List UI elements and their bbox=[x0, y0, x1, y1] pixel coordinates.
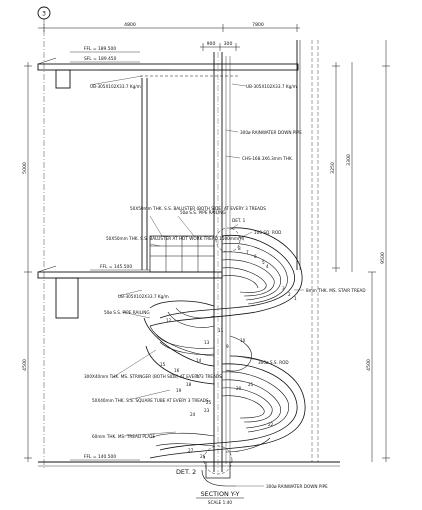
tread-number: 23 bbox=[204, 408, 210, 413]
tread-number: 5 bbox=[262, 260, 265, 265]
grid-marker: 3 bbox=[37, 6, 51, 20]
spiral-stair-middle bbox=[143, 300, 252, 385]
dim-right-upper-a: 3250 bbox=[330, 162, 336, 174]
right-dimension-chain: 3250 3300 9500 4500 bbox=[330, 40, 390, 462]
spiral-stair-upper bbox=[149, 227, 303, 327]
tread-number: 27 bbox=[188, 448, 194, 453]
dim-left-lower: 4500 bbox=[22, 359, 28, 371]
dim-right-upper-b: 3300 bbox=[346, 154, 352, 166]
ground-floor-slab bbox=[38, 461, 340, 487]
tread-number: 9 bbox=[226, 344, 229, 349]
upper-landing-balustrade bbox=[149, 235, 215, 273]
dim-top-mid-b: 300 bbox=[224, 41, 233, 47]
annotation-pipe-railing-lower: 50ø S.S. PIPE RAILING bbox=[104, 310, 150, 315]
top-dimension-chain: 4800 7800 900 300 bbox=[38, 22, 300, 51]
level-top-sub: SFL = 189.450 bbox=[84, 56, 117, 62]
tread-number: 17 bbox=[196, 374, 202, 379]
detail-label-1: DET. 1 bbox=[232, 218, 246, 223]
dim-top-mid-a: 900 bbox=[207, 41, 216, 47]
section-scale: SCALE 1:40 bbox=[208, 500, 232, 505]
annotation-pipe-railing-upper: 50ø S.S. PIPE RAILING bbox=[180, 210, 226, 215]
tread-number: 20 bbox=[236, 386, 242, 391]
annotation-beam-top-left: UB-305X102X33.7 Kg/m bbox=[90, 84, 141, 89]
mid-floor-slab bbox=[37, 265, 223, 319]
annotation-chs-column: CHS-168.3X6.3mm THK. bbox=[242, 156, 293, 161]
spiral-stair-lower bbox=[149, 355, 306, 459]
dim-left-upper: 5000 bbox=[22, 162, 28, 174]
annotation-square-tube: 50X40mm THK. S.S. SQUARE TUBE AT EVERY 3… bbox=[92, 398, 209, 403]
annotation-stair-tread: 8mm THK. MS. STAIR TREAD bbox=[306, 288, 366, 293]
annotation-baluster-upper: 50X50mm THK. S.S. BALUSTER (BOTH SIDE) A… bbox=[130, 206, 266, 211]
level-mid-ffl: FFL = 145.500 bbox=[100, 264, 132, 270]
annotation-ss-rod: 300ø S.S. ROD bbox=[258, 360, 289, 365]
tread-number: 16 bbox=[174, 368, 180, 373]
grid-marker-label: 3 bbox=[42, 11, 46, 18]
detail-circle-2 bbox=[203, 445, 233, 475]
tread-number: 25 bbox=[206, 400, 212, 405]
section-title: SECTION Y-Y bbox=[201, 490, 240, 498]
dim-top-right: 7800 bbox=[252, 22, 264, 28]
dim-top-left: 4800 bbox=[124, 22, 136, 28]
left-dimension-chain: 5000 4500 bbox=[22, 62, 32, 462]
tread-number: 15 bbox=[160, 362, 166, 367]
tread-number: 12 bbox=[166, 318, 172, 323]
annotation-baluster-hot-work: 50X50mm THK. S.S. BALUSTER AT HOT WORK T… bbox=[106, 236, 245, 241]
annotation-beam-top-right: UB-305X102X33.7 Kg/m bbox=[246, 84, 297, 89]
tread-number: 26 bbox=[200, 454, 206, 459]
tread-number: 8 bbox=[238, 246, 241, 251]
dim-right-lower: 4500 bbox=[366, 359, 372, 371]
detail-circle-1 bbox=[215, 227, 241, 253]
left-column-upper bbox=[141, 78, 148, 270]
tread-number: 22 bbox=[268, 422, 274, 427]
annotation-downpipe-lower: 300ø RAINWATER DOWN PIPE bbox=[266, 484, 328, 489]
leader-lines bbox=[89, 75, 304, 487]
tread-number: 1 bbox=[294, 296, 297, 301]
annotation-sq-rod: 100 SQ. ROD bbox=[254, 230, 281, 235]
tread-number: 21 bbox=[248, 382, 254, 387]
tread-number: 3 bbox=[282, 286, 285, 291]
tread-number: 11 bbox=[218, 328, 224, 333]
tread-number: 14 bbox=[196, 358, 202, 363]
dim-right-total: 9500 bbox=[380, 252, 386, 264]
annotation-stringer: 300X40mm THK. MS. STRINGER (BOTH SIDE) A… bbox=[84, 374, 222, 379]
tread-number: 2 bbox=[288, 292, 291, 297]
annotation-beam-mid: UB-305X102X33.7 Kg/m bbox=[118, 294, 169, 299]
right-wall bbox=[296, 40, 319, 462]
annotation-tread-plate: 60mm THK. MS. TREAD PLATE bbox=[92, 434, 155, 439]
tread-number: 7 bbox=[246, 250, 249, 255]
central-column bbox=[213, 52, 231, 472]
tread-number: 19 bbox=[176, 388, 182, 393]
tread-number: 10 bbox=[240, 338, 246, 343]
level-top-ffl: FFL = 189.500 bbox=[84, 46, 116, 52]
tread-number: 4 bbox=[266, 264, 269, 269]
upper-floor-slab bbox=[37, 57, 299, 89]
detail-label-2: DET. 2 bbox=[176, 468, 196, 476]
tread-number: 24 bbox=[190, 412, 196, 417]
level-bottom-ffl: FFL = 140.500 bbox=[84, 454, 116, 460]
tread-number: 18 bbox=[186, 382, 192, 387]
tread-number: 13 bbox=[204, 340, 210, 345]
annotation-downpipe-upper: 300ø RAINWATER DOWN PIPE bbox=[240, 130, 302, 135]
tread-number: 6 bbox=[254, 254, 257, 259]
